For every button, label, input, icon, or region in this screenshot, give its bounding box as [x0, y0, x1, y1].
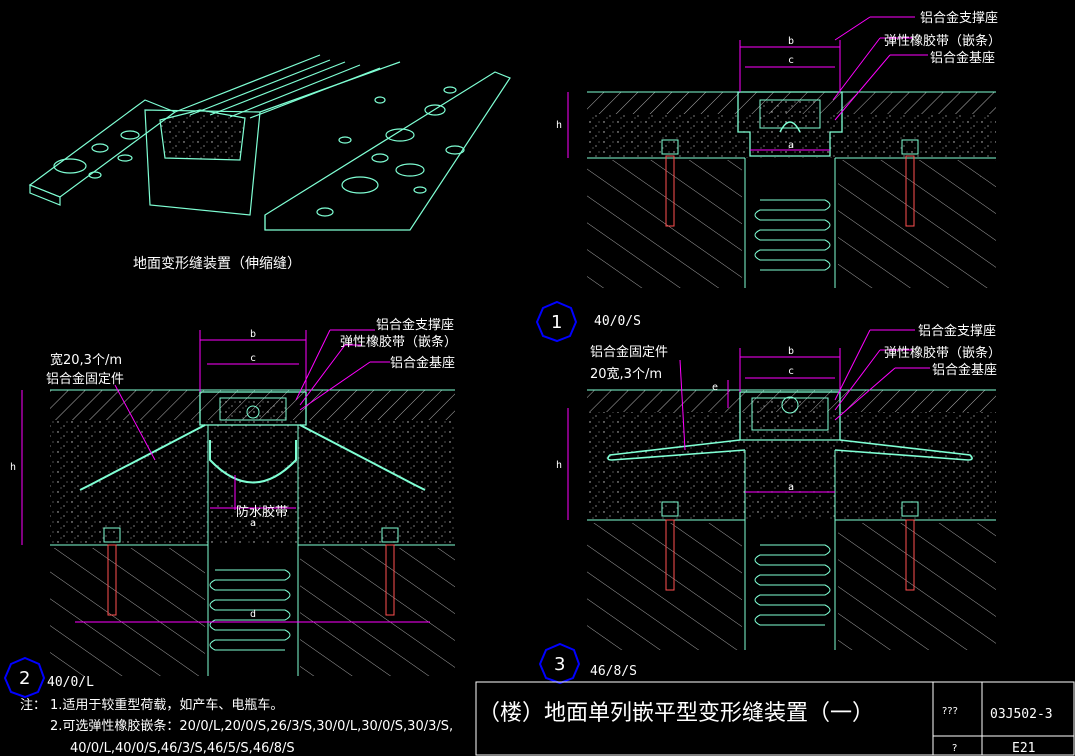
d3-code: 46/8/S	[590, 664, 637, 679]
notes: 注： 1.适用于较重型荷载，如产车、电瓶车。 2.可选弹性橡胶嵌条：20/0/L…	[20, 697, 453, 756]
d1-label-support: 铝合金支撑座	[920, 10, 998, 26]
d1-dim-c: c	[788, 55, 794, 66]
isometric-view	[28, 54, 511, 231]
d2-dim-h: h	[10, 462, 16, 473]
d2-label-width: 宽20,3个/m	[50, 352, 122, 368]
d1-number: 1	[551, 312, 562, 333]
d3-number: 3	[554, 654, 565, 675]
d2-dim-d: d	[250, 609, 256, 620]
detail-2-marker: 2 40/0/L	[3, 656, 94, 699]
notes-prefix: 注：	[20, 698, 46, 713]
d2-label-rubber: 弹性橡胶带（嵌条）	[340, 334, 457, 350]
d1-dim-h: h	[556, 120, 562, 131]
iso-caption: 地面变形缝装置（伸缩缝）	[133, 256, 301, 272]
d3-dim-b: b	[788, 346, 794, 357]
d1-dim-a: a	[788, 140, 794, 151]
d2-label-base: 铝合金基座	[390, 355, 455, 371]
title-block-q1: ???	[942, 706, 958, 717]
detail-3-marker: 3 46/8/S	[538, 642, 637, 685]
d2-dim-b: b	[250, 329, 256, 340]
d2-label-support: 铝合金支撑座	[376, 317, 454, 333]
notes-line-1: 1.适用于较重型荷载，如产车、电瓶车。	[50, 697, 283, 713]
d2-number: 2	[19, 668, 30, 689]
title-block-title: （楼）地面单列嵌平型变形缝装置（一）	[478, 701, 874, 726]
title-block	[475, 681, 1075, 756]
d3-dim-h: h	[556, 460, 562, 471]
detail-3-section: b c a h e 铝合金支撑座 弹性橡胶带（嵌条） 铝合金基座 铝合金固定件 …	[556, 323, 1001, 650]
d3-label-base: 铝合金基座	[932, 362, 997, 378]
notes-line-3: 40/0/L,40/0/S,46/3/S,46/5/S,46/8/S	[70, 741, 295, 756]
d2-label-waterproof: 防水胶带	[236, 504, 288, 520]
detail-1-marker: 1 40/0/S	[535, 300, 641, 343]
title-block-code: 03J502-3	[990, 707, 1053, 722]
d3-label-width: 20宽,3个/m	[590, 366, 662, 382]
d3-label-fixing: 铝合金固定件	[590, 344, 668, 360]
d3-dim-a: a	[788, 482, 794, 493]
d2-label-fixing: 铝合金固定件	[46, 371, 124, 387]
d1-label-base: 铝合金基座	[930, 50, 995, 66]
d2-dim-c: c	[250, 353, 256, 364]
d1-dim-b: b	[788, 36, 794, 47]
detail-2-section: b c a d h 铝合金支撑座 弹性橡胶带（嵌条） 铝合金基座 宽20,3个/…	[10, 317, 457, 676]
notes-line-2: 2.可选弹性橡胶嵌条：20/0/L,20/0/S,26/3/S,30/0/L,3…	[50, 718, 453, 734]
d1-label-rubber: 弹性橡胶带（嵌条）	[884, 33, 1001, 49]
title-block-page: E21	[1012, 741, 1035, 756]
detail-1-section: b c a h 铝合金支撑座 弹性橡胶带（嵌条） 铝合金基座	[556, 10, 1001, 288]
d3-dim-e: e	[712, 382, 718, 393]
d3-label-rubber: 弹性橡胶带（嵌条）	[884, 345, 1001, 361]
d2-dim-a: a	[250, 518, 256, 529]
d1-code: 40/0/S	[594, 314, 641, 329]
d2-code: 40/0/L	[47, 675, 94, 690]
d3-dim-c: c	[788, 366, 794, 377]
d3-label-support: 铝合金支撑座	[918, 323, 996, 339]
title-block-q2: ?	[952, 743, 957, 754]
